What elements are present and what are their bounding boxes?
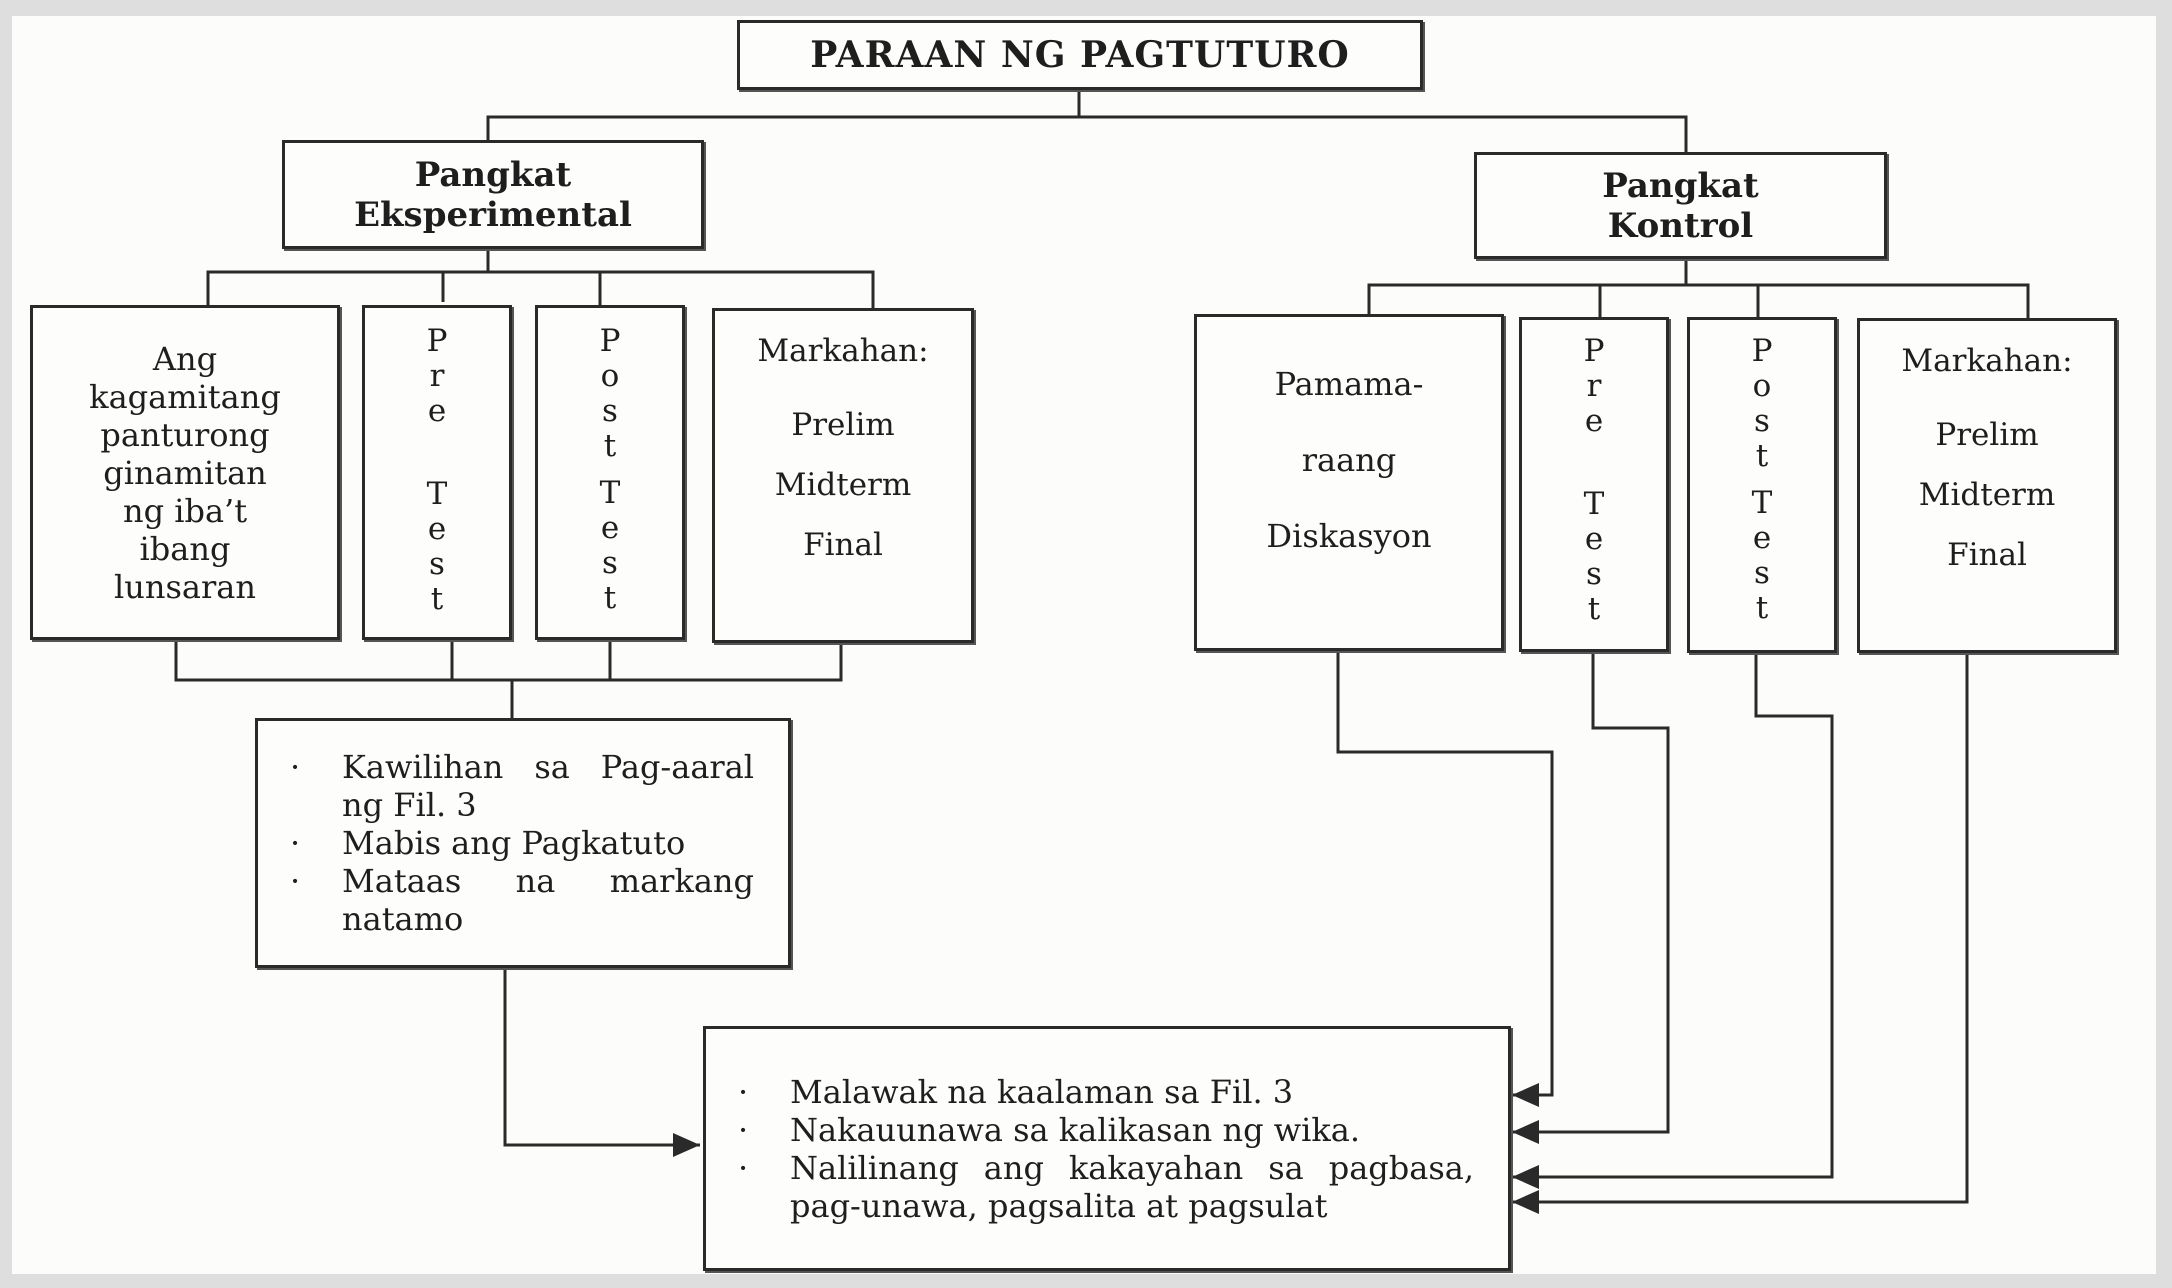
final-outcome-box: Malawak na kaalaman sa Fil. 3 Nakauunawa…: [703, 1026, 1511, 1271]
outcome-item: Kawilihan sa Pag-aaral ng Fil. 3: [288, 748, 754, 824]
material-line: ibang: [139, 529, 231, 568]
group-control-line2: Kontrol: [1607, 205, 1754, 246]
pre-test-letter: T: [1583, 486, 1605, 522]
material-line: ng iba’t: [122, 491, 248, 530]
post-test-letter: s: [1754, 403, 1770, 439]
pre-test-letter: t: [430, 581, 444, 617]
markahan-item: Prelim: [791, 407, 895, 443]
pre-test-letter: s: [1586, 556, 1602, 592]
post-test-letter: P: [599, 323, 621, 359]
control-post-test-box: P o s t T e s t: [1687, 317, 1837, 653]
group-control: Pangkat Kontrol: [1474, 152, 1887, 259]
pre-test-letter: e: [427, 393, 447, 429]
group-experimental-line2: Eksperimental: [354, 194, 632, 235]
outcome-item: Mabis ang Pagkatuto: [288, 824, 754, 862]
post-test-letter: P: [1751, 333, 1773, 369]
experimental-pre-test-box: P r e T e s t: [362, 305, 512, 640]
pre-test-letter: T: [426, 476, 448, 512]
markahan-item: Midterm: [1918, 477, 2056, 513]
material-line: panturong: [100, 415, 270, 454]
group-experimental-line1: Pangkat: [414, 154, 572, 195]
pre-test-letter: t: [1587, 591, 1601, 627]
experimental-outcome-box: Kawilihan sa Pag-aaral ng Fil. 3 Mabis a…: [255, 718, 791, 968]
experimental-outcome-list: Kawilihan sa Pag-aaral ng Fil. 3 Mabis a…: [258, 748, 788, 938]
experimental-material-box: Ang kagamitang panturong ginamitan ng ib…: [30, 305, 340, 640]
control-method-box: Pamama- raang Diskasyon: [1194, 314, 1504, 651]
material-line: ginamitan: [103, 453, 267, 492]
experimental-post-test-box: P o s t T e s t: [535, 305, 685, 640]
post-test-letter: t: [603, 580, 617, 616]
group-experimental: Pangkat Eksperimental: [282, 140, 704, 249]
markahan-item: Midterm: [774, 467, 912, 503]
final-outcome-item: Malawak na kaalaman sa Fil. 3: [736, 1073, 1474, 1111]
post-test-letter: o: [1752, 368, 1772, 404]
outcome-item: Mataas na markang natamo: [288, 862, 754, 938]
post-test-letter: e: [1752, 520, 1772, 556]
markahan-heading: Markahan:: [757, 333, 929, 369]
method-line: Diskasyon: [1266, 517, 1432, 555]
post-test-letter: t: [1755, 438, 1769, 474]
pre-test-letter: e: [427, 511, 447, 547]
pre-test-letter: e: [1584, 403, 1604, 439]
final-outcome-item: Nalilinang ang kakayahan sa pagbasa, pag…: [736, 1149, 1474, 1225]
markahan-heading: Markahan:: [1901, 343, 2073, 379]
post-test-letter: e: [600, 510, 620, 546]
markahan-item: Final: [803, 527, 883, 563]
group-control-line1: Pangkat: [1602, 165, 1759, 206]
experimental-markahan-box: Markahan: Prelim Midterm Final: [712, 308, 974, 643]
pre-test-letter: P: [1583, 333, 1605, 369]
post-test-letter: s: [602, 545, 618, 581]
post-test-letter: s: [1754, 555, 1770, 591]
pre-test-letter: e: [1584, 521, 1604, 557]
pre-test-letter: s: [429, 546, 445, 582]
markahan-item: Final: [1947, 537, 2027, 573]
post-test-letter: s: [602, 393, 618, 429]
pre-test-letter: r: [1586, 368, 1602, 404]
markahan-item: Prelim: [1935, 417, 2039, 453]
post-test-letter: t: [603, 428, 617, 464]
post-test-letter: o: [600, 358, 620, 394]
post-test-letter: T: [599, 475, 621, 511]
diagram-title: PARAAN NG PAGTUTURO: [810, 34, 1350, 76]
method-line: raang: [1301, 441, 1397, 479]
final-outcome-list: Malawak na kaalaman sa Fil. 3 Nakauunawa…: [706, 1073, 1508, 1225]
material-line: lunsaran: [114, 567, 256, 606]
control-markahan-box: Markahan: Prelim Midterm Final: [1857, 318, 2117, 653]
pre-test-letter: P: [426, 323, 448, 359]
pre-test-letter: r: [429, 358, 445, 394]
material-line: kagamitang: [89, 377, 281, 416]
post-test-letter: T: [1751, 485, 1773, 521]
title-box: PARAAN NG PAGTUTURO: [737, 20, 1423, 90]
control-pre-test-box: P r e T e s t: [1519, 317, 1669, 652]
method-line: Pamama-: [1274, 365, 1424, 403]
material-line: Ang: [152, 339, 218, 378]
final-outcome-item: Nakauunawa sa kalikasan ng wika.: [736, 1111, 1474, 1149]
post-test-letter: t: [1755, 590, 1769, 626]
